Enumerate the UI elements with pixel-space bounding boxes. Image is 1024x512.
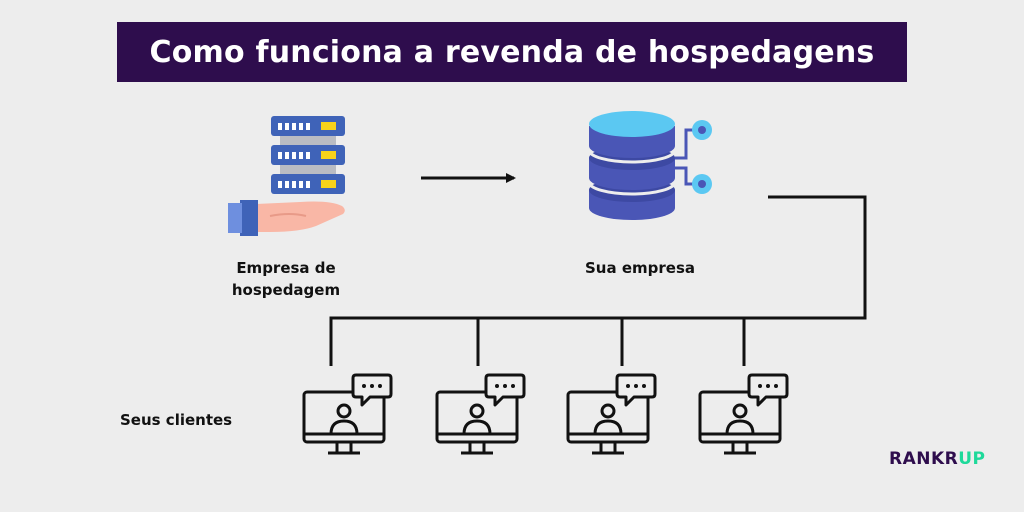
client-computer-icon — [435, 373, 526, 455]
connector-lines — [329, 195, 867, 366]
brand-logo: RANKRUP — [889, 449, 986, 469]
clients-label: Seus clientes — [120, 411, 233, 429]
brand-logo-part1: RANKR — [889, 449, 959, 469]
client-computer-icon — [698, 373, 789, 455]
title-banner: Como funciona a revenda de hospedagens — [117, 22, 907, 82]
client-computer-icon — [302, 373, 393, 455]
server-in-hand-icon — [228, 116, 345, 236]
your-company-label: Sua empresa — [585, 259, 695, 277]
hosting-company-label-line1: Empresa de — [236, 259, 336, 277]
client-computer-icon — [566, 373, 657, 455]
hosting-company-label-line2: hospedagem — [231, 281, 341, 299]
brand-logo-part2: UP — [958, 449, 986, 469]
hosting-company-label: Empresa de hospedagem — [206, 257, 366, 301]
diagram-title: Como funciona a revenda de hospedagens — [149, 34, 875, 70]
database-network-icon — [587, 111, 712, 220]
